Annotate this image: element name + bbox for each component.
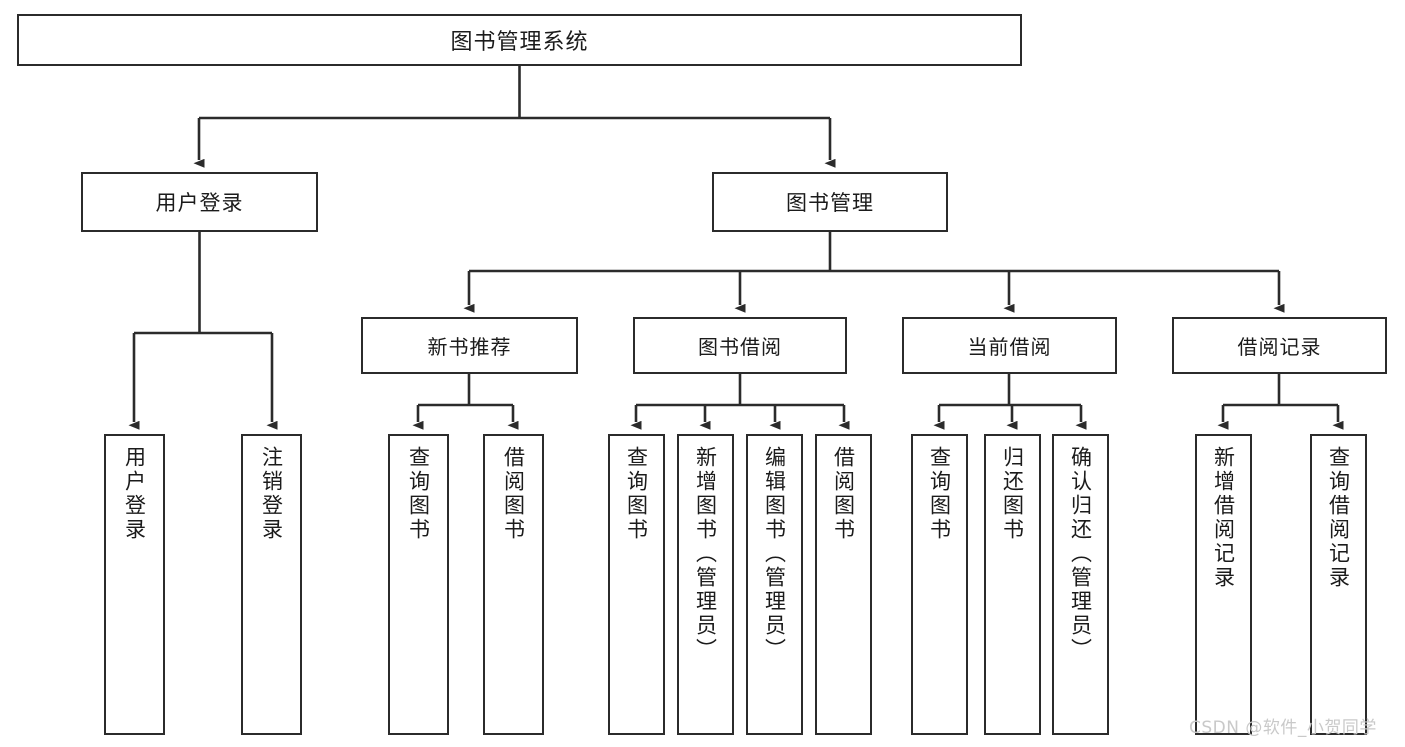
node-leaf-return-book[interactable]: 归还图书 <box>984 434 1041 735</box>
node-leaf-query-book-borrow-label: 查询图书 <box>624 446 649 542</box>
node-user-login[interactable]: 用户登录 <box>81 172 318 232</box>
node-leaf-borrow-book-label: 借阅图书 <box>831 446 856 542</box>
node-leaf-logout[interactable]: 注销登录 <box>241 434 302 735</box>
node-leaf-edit-book-admin-label: 编辑图书（管理员） <box>762 446 787 662</box>
node-leaf-query-borrow-record-label: 查询借阅记录 <box>1326 446 1351 590</box>
node-root-label: 图书管理系统 <box>450 30 589 55</box>
node-leaf-query-book-new[interactable]: 查询图书 <box>388 434 449 735</box>
node-leaf-confirm-return-admin-label: 确认归还（管理员） <box>1068 446 1093 662</box>
node-new-book-recommend-label: 新书推荐 <box>427 335 512 359</box>
node-leaf-borrow-book[interactable]: 借阅图书 <box>815 434 872 735</box>
node-leaf-return-book-label: 归还图书 <box>1000 446 1025 542</box>
node-leaf-borrow-book-new[interactable]: 借阅图书 <box>483 434 544 735</box>
node-leaf-user-login[interactable]: 用户登录 <box>104 434 165 735</box>
node-book-borrow-label: 图书借阅 <box>698 335 782 359</box>
node-borrow-record-label: 借阅记录 <box>1237 335 1322 359</box>
node-book-management[interactable]: 图书管理 <box>712 172 948 232</box>
node-leaf-query-book-borrow[interactable]: 查询图书 <box>608 434 665 735</box>
node-leaf-user-login-label: 用户登录 <box>122 446 147 542</box>
node-leaf-add-borrow-record-label: 新增借阅记录 <box>1211 446 1236 590</box>
node-leaf-add-borrow-record[interactable]: 新增借阅记录 <box>1195 434 1252 735</box>
watermark: CSDN @软件_小贺同学 <box>1189 718 1377 738</box>
node-leaf-query-book-current-label: 查询图书 <box>927 446 952 542</box>
node-leaf-logout-label: 注销登录 <box>259 446 284 542</box>
node-leaf-add-book-admin-label: 新增图书（管理员） <box>693 446 718 662</box>
node-user-login-label: 用户登录 <box>155 191 244 215</box>
node-current-borrow[interactable]: 当前借阅 <box>902 317 1117 374</box>
node-leaf-edit-book-admin[interactable]: 编辑图书（管理员） <box>746 434 803 735</box>
node-borrow-record[interactable]: 借阅记录 <box>1172 317 1387 374</box>
node-current-borrow-label: 当前借阅 <box>967 335 1052 359</box>
node-root[interactable]: 图书管理系统 <box>17 14 1022 66</box>
node-new-book-recommend[interactable]: 新书推荐 <box>361 317 578 374</box>
node-leaf-query-borrow-record[interactable]: 查询借阅记录 <box>1310 434 1367 735</box>
node-book-management-label: 图书管理 <box>786 191 874 215</box>
node-leaf-query-book-current[interactable]: 查询图书 <box>911 434 968 735</box>
node-leaf-query-book-new-label: 查询图书 <box>406 446 431 542</box>
node-leaf-add-book-admin[interactable]: 新增图书（管理员） <box>677 434 734 735</box>
node-book-borrow[interactable]: 图书借阅 <box>633 317 847 374</box>
node-leaf-borrow-book-new-label: 借阅图书 <box>501 446 526 542</box>
node-leaf-confirm-return-admin[interactable]: 确认归还（管理员） <box>1052 434 1109 735</box>
